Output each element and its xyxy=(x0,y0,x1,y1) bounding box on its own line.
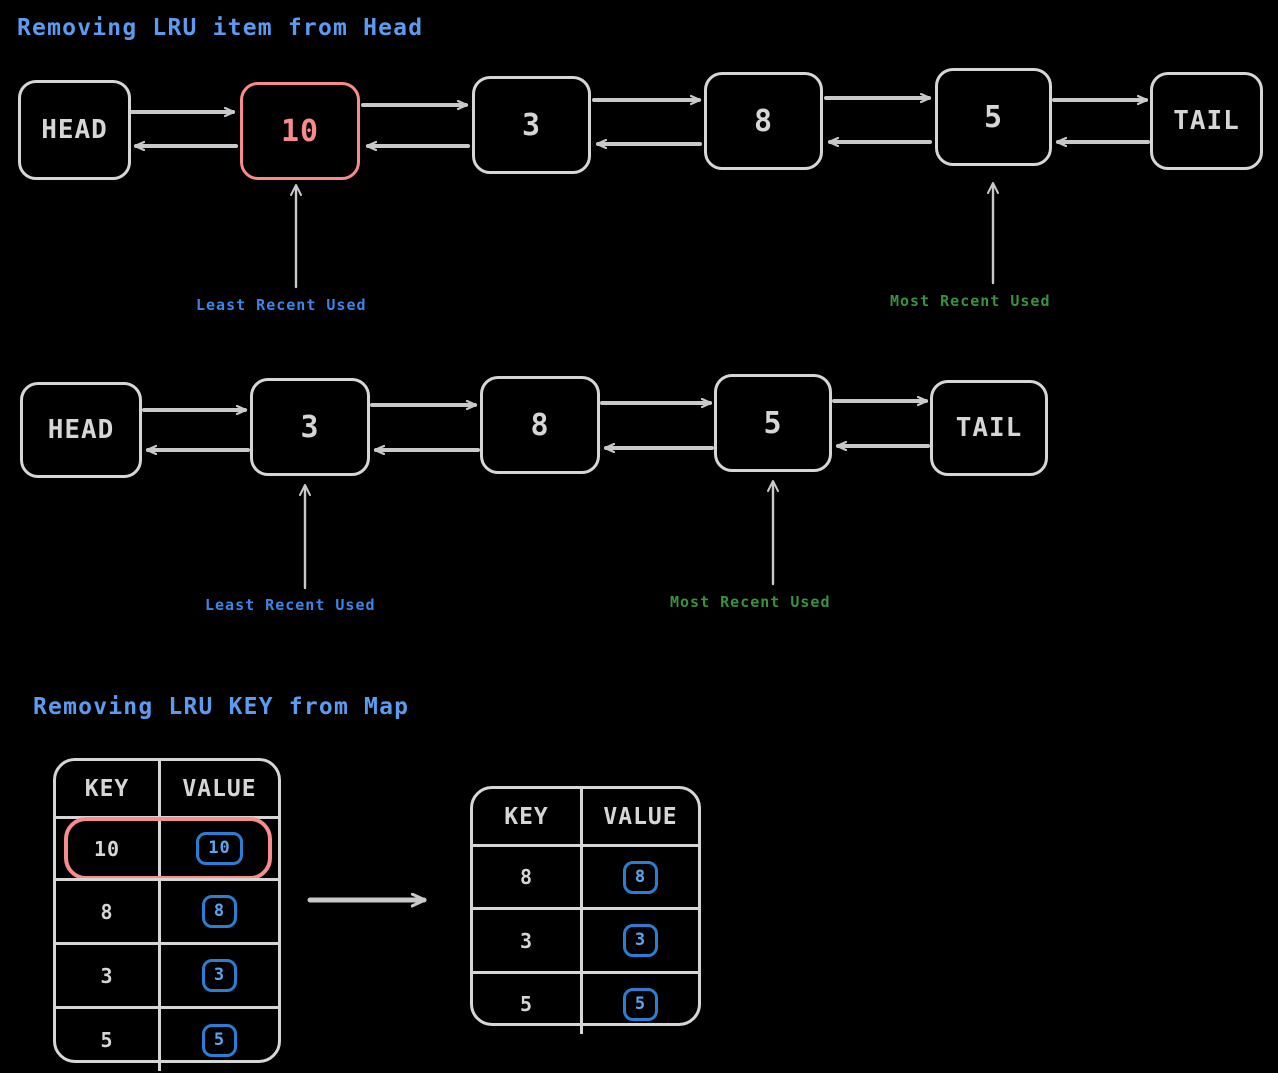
header-key: KEY xyxy=(56,761,161,816)
value-chip: 5 xyxy=(201,1023,238,1057)
lru-label-after: Least Recent Used xyxy=(205,596,376,614)
table-row[interactable]: 3 3 xyxy=(56,942,278,1006)
list-node-5[interactable]: 5 xyxy=(935,68,1052,166)
list2-node-3[interactable]: 3 xyxy=(250,378,370,476)
header-value: VALUE xyxy=(603,803,678,830)
table-row[interactable]: 5 5 xyxy=(56,1006,278,1071)
mru-label-before: Most Recent Used xyxy=(890,292,1051,310)
cell-key: 5 xyxy=(473,974,583,1034)
list-node-head[interactable]: HEAD xyxy=(18,80,131,180)
list2-node-tail[interactable]: TAIL xyxy=(930,380,1048,476)
table-row[interactable]: 3 3 xyxy=(473,907,698,971)
cell-key: 10 xyxy=(56,819,161,878)
list-node-3[interactable]: 3 xyxy=(472,76,591,174)
header-value: VALUE xyxy=(182,775,257,802)
value-chip: 10 xyxy=(196,832,243,865)
mru-label-after: Most Recent Used xyxy=(670,593,831,611)
table-row[interactable]: 5 5 xyxy=(473,971,698,1034)
list-node-8[interactable]: 8 xyxy=(704,72,823,170)
cell-value: 10 xyxy=(161,819,278,878)
cell-key: 8 xyxy=(56,881,161,942)
value-chip: 3 xyxy=(201,959,238,992)
cell-value: 5 xyxy=(161,1009,278,1071)
cell-value: 5 xyxy=(583,974,698,1034)
cell-key: 3 xyxy=(473,910,583,971)
table-row[interactable]: 8 8 xyxy=(56,878,278,942)
value-chip: 3 xyxy=(622,924,659,957)
table-header-row: KEY VALUE xyxy=(56,761,278,816)
map-table-before: KEY VALUE 10 10 8 8 3 3 5 5 xyxy=(53,758,281,1071)
cell-value: 3 xyxy=(161,945,278,1006)
value-chip: 8 xyxy=(201,895,238,928)
list2-node-5[interactable]: 5 xyxy=(714,374,832,472)
header-key: KEY xyxy=(473,789,583,844)
list-node-10-removed[interactable]: 10 xyxy=(240,82,360,180)
cell-key: 3 xyxy=(56,945,161,1006)
cell-value: 8 xyxy=(161,881,278,942)
table-row[interactable]: 8 8 xyxy=(473,844,698,907)
lru-label-before: Least Recent Used xyxy=(196,296,367,314)
list2-node-8[interactable]: 8 xyxy=(480,376,600,474)
map-section-title: Removing LRU KEY from Map xyxy=(33,694,410,720)
cell-key: 8 xyxy=(473,847,583,907)
list-section-title: Removing LRU item from Head xyxy=(17,15,424,41)
cell-key: 5 xyxy=(56,1009,161,1071)
map-table-after: KEY VALUE 8 8 3 3 5 5 xyxy=(470,786,701,1034)
table-header-row: KEY VALUE xyxy=(473,789,698,844)
list-node-tail[interactable]: TAIL xyxy=(1150,72,1263,170)
table-row[interactable]: 10 10 xyxy=(56,816,278,880)
cell-value: 3 xyxy=(583,910,698,971)
cell-value: 8 xyxy=(583,847,698,907)
value-chip: 5 xyxy=(622,987,659,1021)
value-chip: 8 xyxy=(622,860,659,894)
list2-node-head[interactable]: HEAD xyxy=(20,382,142,478)
